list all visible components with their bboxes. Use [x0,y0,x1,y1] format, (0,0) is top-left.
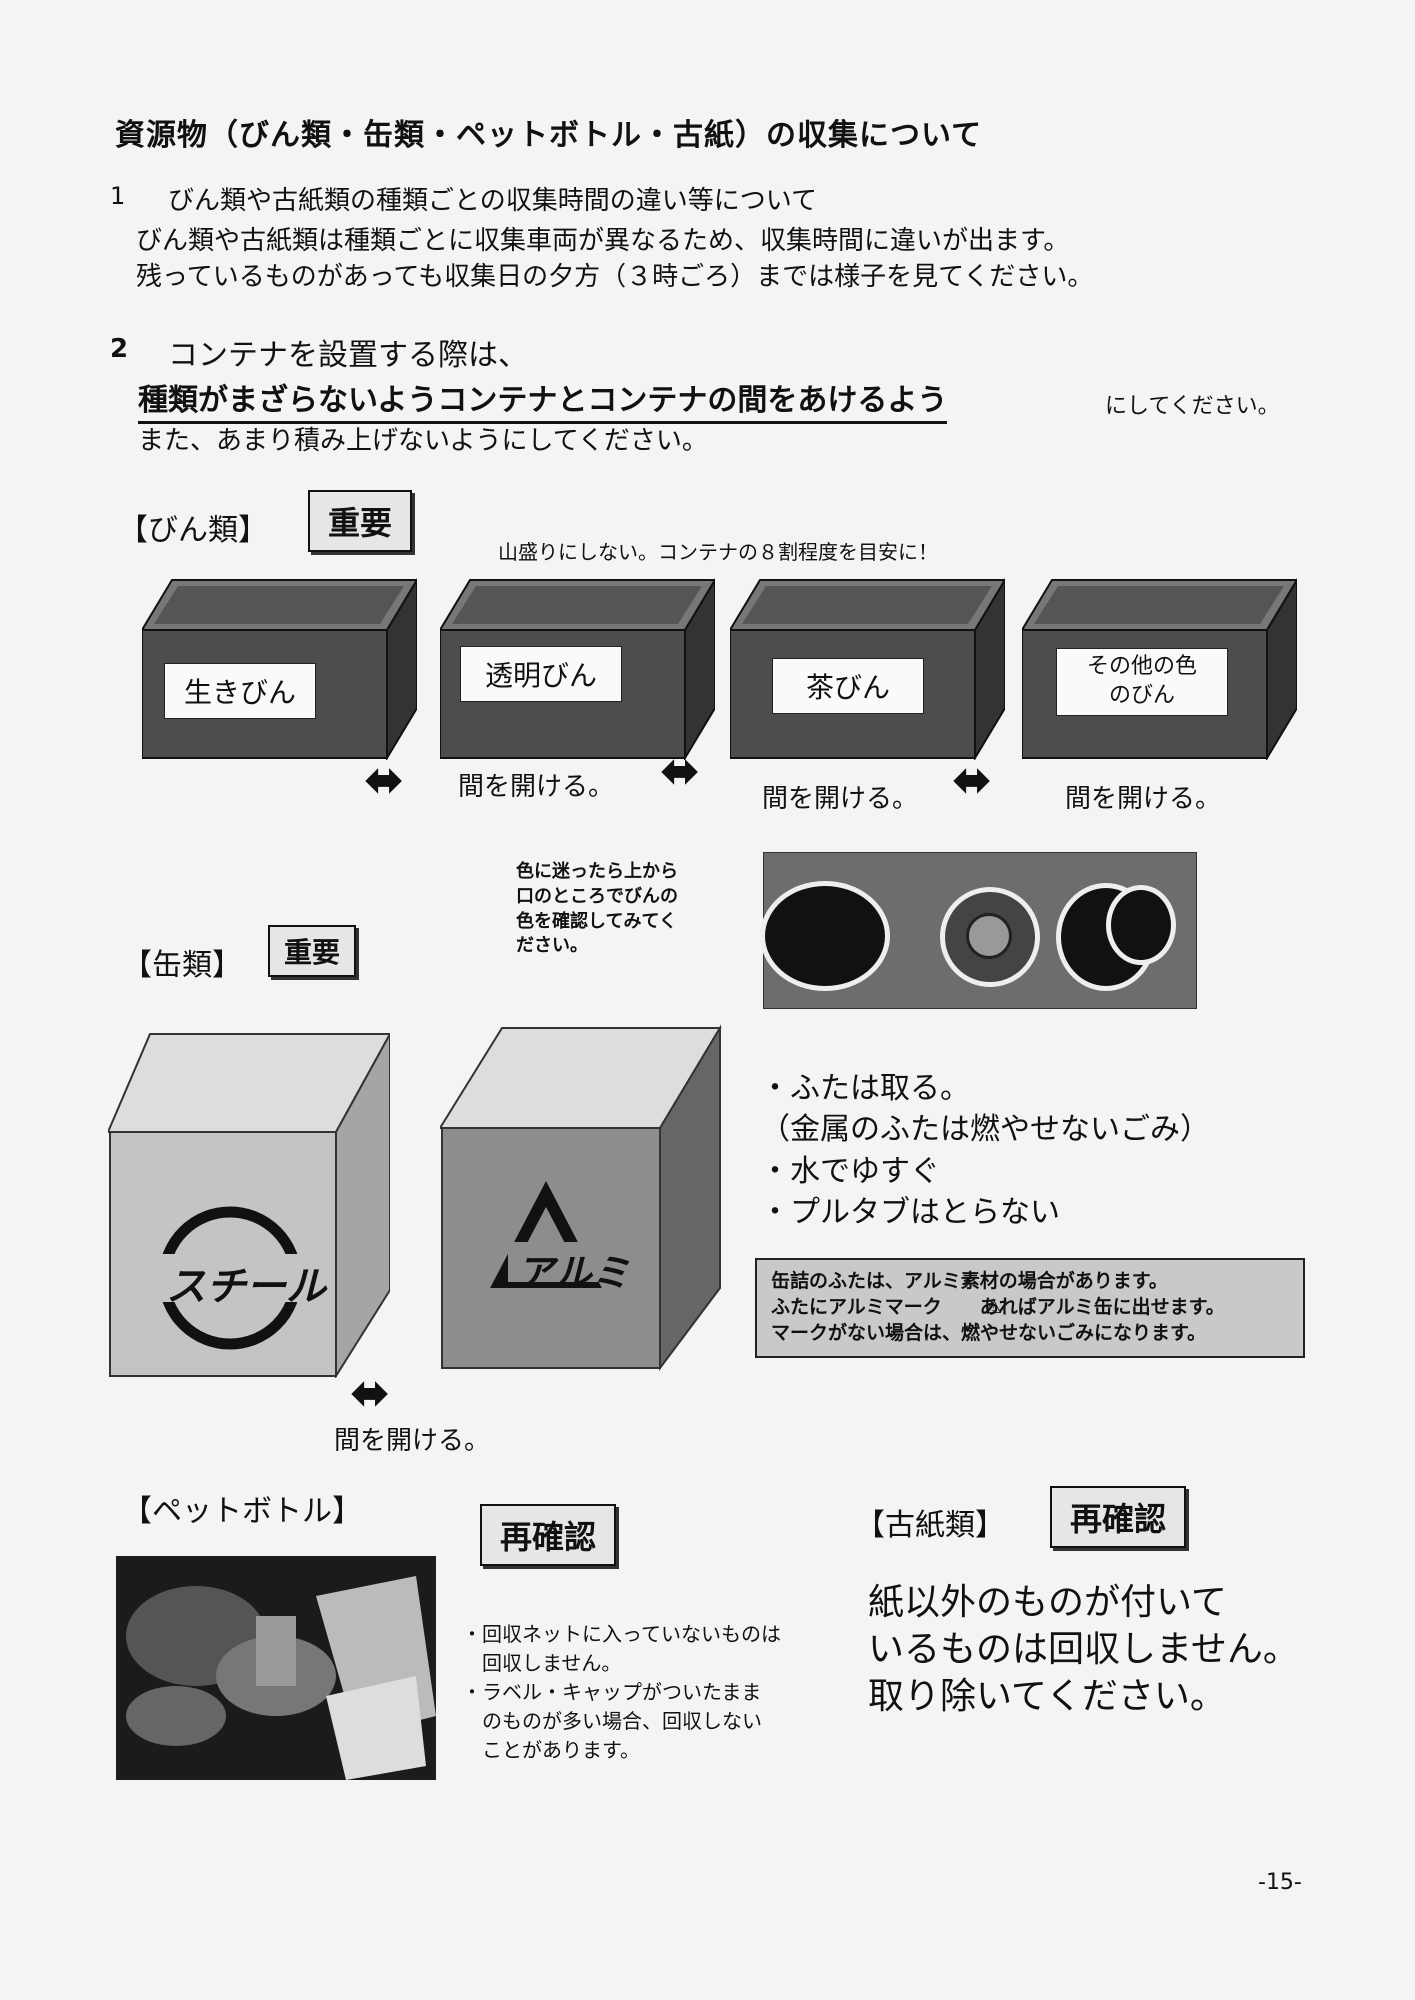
container-clear-bottle: 透明びん [440,578,715,760]
pet-note-line: ・回収ネットに入っていないものは [462,1622,781,1646]
pet-note-line: ことがあります。 [462,1738,640,1762]
can-instruction-item: ・ふたは取る。 [760,1071,970,1106]
can-instruction-item: ・水でゆすぐ [760,1153,940,1189]
color-tip-line: 口のところでびんの [516,885,678,907]
container-other-color-bottle: その他の色 のびん [1022,578,1297,760]
paper-note-line: いるものは回収しません。 [868,1628,1299,1670]
page-title: 資源物（びん類・缶類・ペットボトル・古紙）の収集について [115,118,983,153]
can-instructions: ・ふたは取る。 （金属のふたは燃やせないごみ） ・水でゆすぐ ・プルタブはとらな… [760,1068,1210,1234]
double-arrow-icon: ⬌ [660,743,701,799]
container-label: 茶びん [772,658,924,714]
bottles-important-badge: 重要 [308,490,413,552]
pet-note-line: のものが多い場合、回収しない [462,1709,762,1733]
pet-heading: 【ペットボトル】 [122,1494,362,1529]
paper-notes: 紙以外のものが付いて いるものは回収しません。 取り除いてください。 [868,1580,1299,1720]
section2-also-text: また、あまり積み上げないようにしてください。 [138,426,708,456]
steel-mark-label: スチール [166,1264,326,1310]
paper-note-line: 取り除いてください。 [868,1675,1226,1717]
pet-note-line: 回収しません。 [462,1651,622,1675]
pet-note-line: ・ラベル・キャップがついたまま [462,1680,762,1704]
aluminium-can-box: アルミ [440,1024,722,1374]
bottles-heading: 【びん類】 [118,513,268,548]
gap-label: 間を開ける。 [1065,784,1222,814]
alumi-mark-icon: ⚠ [984,1294,1002,1318]
section2-number: 2 [110,334,129,364]
gap-label: 間を開ける。 [334,1426,491,1456]
double-arrow-icon: ⬌ [952,752,993,808]
can-instruction-item: ・プルタブはとらない [760,1195,1060,1231]
section1-heading: びん類や古紙類の種類ごとの収集時間の違い等について [168,186,817,216]
section2-after-text: にしてください。 [1105,394,1280,419]
paper-heading: 【古紙類】 [855,1508,1005,1543]
can-box-shape [440,1024,722,1371]
bottle-mouth [760,881,890,991]
section1-line: 残っているものがあっても収集日の夕方（３時ごろ）までは様子を見てください。 [136,262,1094,292]
cans-heading: 【缶類】 [122,948,242,983]
can-instruction-item: （金属のふたは燃やせないごみ） [760,1112,1210,1148]
bottle-mouth [1106,885,1176,965]
pet-bottles-photo [116,1556,436,1780]
section1-line: びん類や古紙類は種類ごとに収集車両が異なるため、収集時間に違いが出ます。 [136,226,1070,256]
double-arrow-icon: ⬌ [364,752,405,808]
bottles-fill-note: 山盛りにしない。コンテナの８割程度を目安に！ [498,540,938,564]
gap-label: 間を開ける。 [458,772,615,802]
pet-recheck-badge: 再確認 [480,1504,617,1566]
pet-notes: ・回収ネットに入っていないものは 回収しません。 ・ラベル・キャップがついたまま… [462,1620,781,1765]
container-label: その他の色 のびん [1056,648,1228,716]
double-arrow-icon: ⬌ [350,1365,391,1421]
paper-note-line: 紙以外のものが付いて [868,1582,1227,1623]
notice-line: ふたにアルミマーク あればアルミ缶に出せます。 [771,1296,1225,1319]
section1-number: 1 [110,182,126,210]
can-lid-notice: 缶詰のふたは、アルミ素材の場合があります。 ふたにアルミマーク あればアルミ缶に… [755,1258,1305,1358]
bottle-tops-photo [760,852,1197,1009]
container-label: 生きびん [164,663,316,719]
can-box-shape [108,1033,390,1378]
color-tip-line: ださい。 [516,935,588,957]
paper-recheck-badge: 再確認 [1050,1486,1187,1548]
steel-can-box: スチール [108,1028,390,1378]
color-tip-line: 色に迷ったら上から [516,861,678,882]
container-shape [142,578,417,760]
color-tip: 色に迷ったら上から 口のところでびんの 色を確認してみてく ださい。 [516,860,678,959]
alumi-mark-label: アルミ [516,1251,630,1295]
gap-label: 間を開ける。 [762,784,919,814]
color-tip-line: 色を確認してみてく [516,910,677,932]
container-brown-bottle: 茶びん [730,578,1005,760]
notice-line: 缶詰のふたは、アルミ素材の場合があります。 [771,1270,1168,1292]
container-shape [730,578,1005,760]
pet-bottles-photo-shape [116,1556,436,1780]
container-label: 透明びん [460,646,622,702]
section2-underlined-text: 種類がまざらないようコンテナとコンテナの間をあけるよう [138,375,948,424]
section2-heading: コンテナを設置する際は、 [168,338,528,373]
page-number: -15- [1258,1870,1302,1895]
cans-important-badge: 重要 [268,925,357,977]
container-live-bottle: 生きびん [142,578,417,760]
bottle-mouth-inner [966,913,1012,959]
notice-line: マークがない場合は、燃やせないごみになります。 [771,1322,1207,1345]
